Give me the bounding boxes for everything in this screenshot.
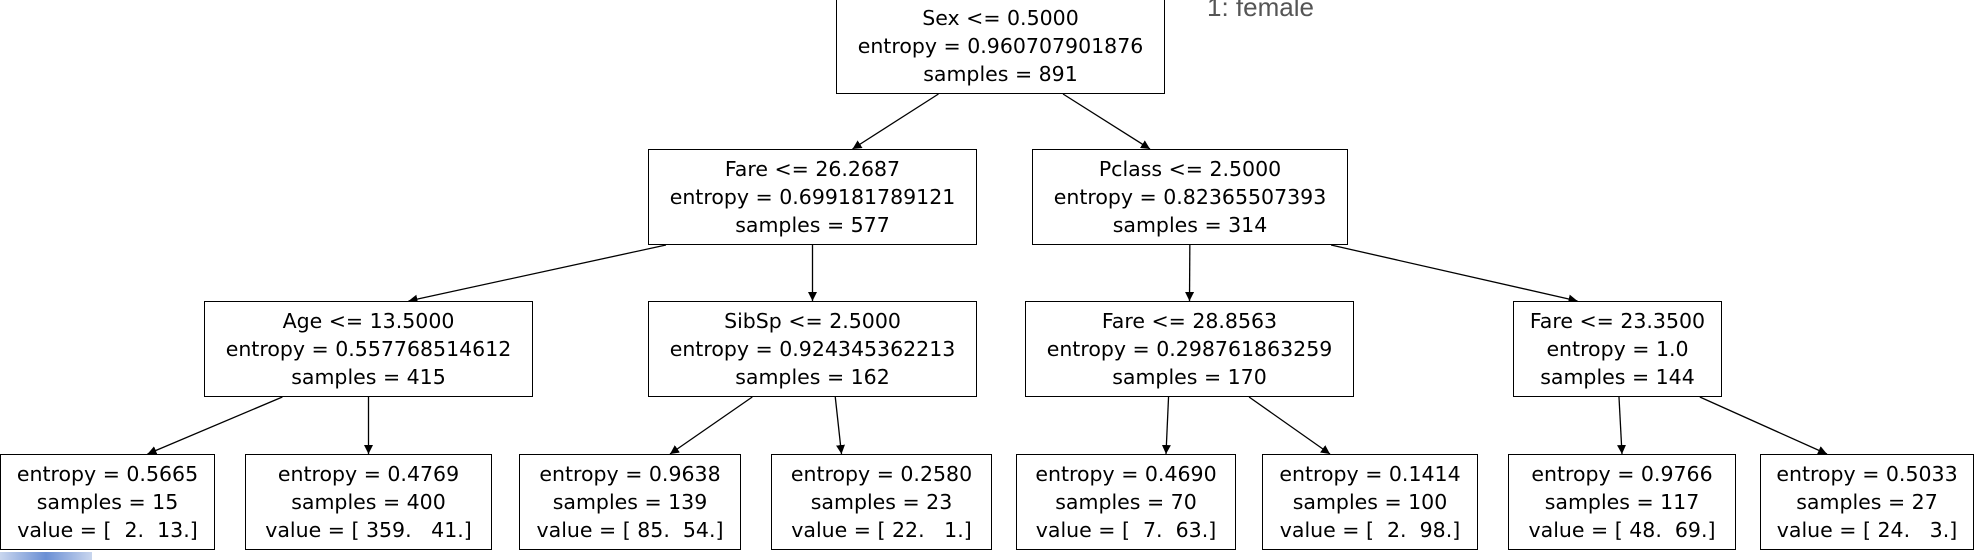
node-line: entropy = 0.5665 <box>16 462 199 486</box>
node-line: value = [ 48. 69.] <box>1528 518 1716 542</box>
node-line: Fare <= 26.2687 <box>724 157 901 181</box>
node-line: entropy = 0.9766 <box>1531 462 1713 486</box>
tree-leaf-node: entropy = 0.5033 samples = 27 value = [ 24… <box>1760 454 1974 550</box>
node-line: samples = 139 <box>552 490 708 514</box>
node-line: entropy = 0.1414 <box>1279 462 1461 486</box>
tree-edge-arrow <box>1617 396 1627 455</box>
node-line: entropy = 0.924345362213 <box>669 337 956 361</box>
node-line: samples = 400 <box>291 490 446 514</box>
node-line: entropy = 0.557768514612 <box>225 337 512 361</box>
tree-edge-arrow <box>669 396 753 455</box>
tree-leaf-node: entropy = 0.2580 samples = 23 value = [ 22… <box>771 454 992 550</box>
tree-leaf-node: entropy = 0.9766 samples = 117 value = [ 4… <box>1508 454 1736 550</box>
node-line: SibSp <= 2.5000 <box>724 309 901 333</box>
tree-edge-arrow <box>1062 93 1151 150</box>
node-line: value = [ 85. 54.] <box>536 518 724 542</box>
node-line: samples = 314 <box>1112 213 1268 237</box>
tree-leaf-node: entropy = 0.4690 samples = 70 value = [ 7.… <box>1016 454 1236 550</box>
tree-edge-arrow <box>1161 396 1171 455</box>
node-line: samples = 144 <box>1540 365 1695 389</box>
node-line: Age <= 13.5000 <box>282 309 455 333</box>
node-line: samples = 162 <box>735 365 890 389</box>
node-line: entropy = 0.5033 <box>1776 462 1958 486</box>
node-line: value = [ 7. 63.] <box>1035 518 1217 542</box>
tree-edge-arrow <box>147 396 283 455</box>
node-line: samples = 15 <box>36 490 179 514</box>
node-line: value = [ 24. 3.] <box>1776 518 1958 542</box>
tree-split-node: Fare <= 28.8563 entropy = 0.298761863259 s… <box>1025 301 1354 397</box>
node-line: Pclass <= 2.5000 <box>1098 157 1282 181</box>
tree-split-node: SibSp <= 2.5000 entropy = 0.924345362213 s… <box>648 301 977 397</box>
tree-edge-arrow <box>1699 396 1828 455</box>
node-line: entropy = 0.4690 <box>1035 462 1217 486</box>
node-line: samples = 170 <box>1112 365 1267 389</box>
node-line: entropy = 0.298761863259 <box>1046 337 1333 361</box>
node-line: samples = 415 <box>291 365 446 389</box>
node-line: value = [ 2. 98.] <box>1279 518 1461 542</box>
tree-leaf-node: entropy = 0.5665 samples = 15 value = [ 2.… <box>0 454 215 550</box>
legend-note: 1: female <box>1207 0 1314 22</box>
node-line: entropy = 0.9638 <box>539 462 721 486</box>
tree-leaf-node: entropy = 0.1414 samples = 100 value = [ 2… <box>1262 454 1478 550</box>
node-line: samples = 100 <box>1292 490 1448 514</box>
tree-leaf-node: entropy = 0.4769 samples = 400 value = [ 3… <box>245 454 492 550</box>
node-line: entropy = 0.82365507393 <box>1053 185 1327 209</box>
node-line: Sex <= 0.5000 <box>922 6 1079 30</box>
tree-leaf-node: entropy = 0.9638 samples = 139 value = [ 8… <box>519 454 741 550</box>
tree-split-node: Fare <= 23.3500 entropy = 1.0 samples = 14… <box>1513 301 1722 397</box>
node-line: samples = 577 <box>735 213 890 237</box>
window-corner-marker <box>0 552 92 560</box>
tree-split-node: Age <= 13.5000 entropy = 0.557768514612 sa… <box>204 301 533 397</box>
node-line: samples = 70 <box>1055 490 1197 514</box>
node-line: samples = 27 <box>1796 490 1938 514</box>
tree-split-node: Fare <= 26.2687 entropy = 0.699181789121 s… <box>648 149 977 245</box>
node-line: value = [ 359. 41.] <box>265 518 472 542</box>
tree-edge-arrow <box>834 396 845 455</box>
node-line: value = [ 22. 1.] <box>791 518 972 542</box>
tree-split-node: Pclass <= 2.5000 entropy = 0.82365507393 s… <box>1032 149 1348 245</box>
tree-root-node: Sex <= 0.5000 entropy = 0.960707901876 sam… <box>836 0 1165 94</box>
tree-edge-arrow <box>852 93 939 150</box>
node-line: Fare <= 28.8563 <box>1101 309 1278 333</box>
tree-edge-arrow <box>408 244 667 304</box>
node-line: samples = 891 <box>923 62 1078 86</box>
node-line: samples = 117 <box>1544 490 1700 514</box>
node-line: entropy = 0.960707901876 <box>857 34 1144 58</box>
node-line: entropy = 1.0 <box>1546 337 1689 361</box>
tree-edge-arrow <box>1248 396 1331 455</box>
node-line: value = [ 2. 13.] <box>17 518 198 542</box>
node-line: entropy = 0.699181789121 <box>669 185 956 209</box>
tree-edge-arrow <box>1330 244 1578 304</box>
node-line: Fare <= 23.3500 <box>1529 309 1706 333</box>
node-line: entropy = 0.2580 <box>790 462 973 486</box>
node-line: entropy = 0.4769 <box>277 462 460 486</box>
node-line: samples = 23 <box>810 490 953 514</box>
